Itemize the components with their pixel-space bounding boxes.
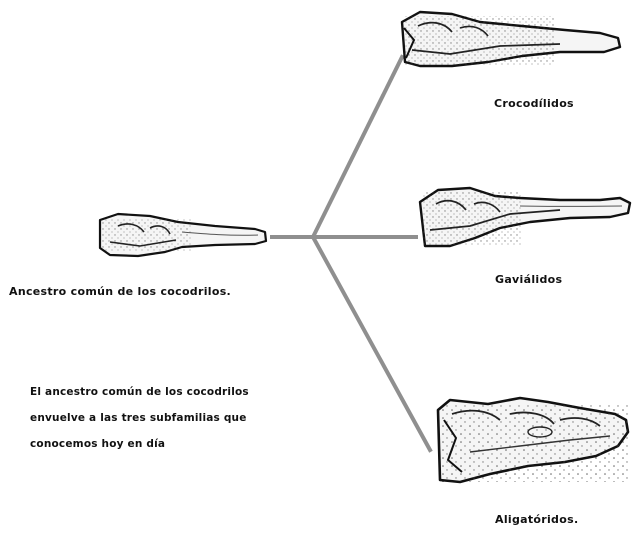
gavialid-skull-icon bbox=[420, 188, 630, 246]
branch-to-alligatorids bbox=[313, 237, 430, 450]
crocodylids-label: Crocodílidos bbox=[494, 97, 574, 110]
ancestor-label: Ancestro común de los cocodrilos. bbox=[9, 285, 231, 298]
alligatorid-skull-icon bbox=[438, 398, 628, 482]
crocodylid-skull-icon bbox=[402, 12, 620, 66]
alligatorids-label: Aligatóridos. bbox=[495, 513, 578, 526]
caption-text: El ancestro común de los cocodrilos envu… bbox=[30, 379, 330, 457]
caption-line: El ancestro común de los cocodrilos bbox=[30, 379, 330, 405]
ancestor-skull-icon bbox=[100, 214, 266, 256]
caption-line: envuelve a las tres subfamilias que bbox=[30, 405, 330, 431]
gavialids-label: Gaviálidos bbox=[495, 273, 562, 286]
branch-to-crocodylids bbox=[313, 57, 402, 237]
caption-line: conocemos hoy en día bbox=[30, 431, 330, 457]
